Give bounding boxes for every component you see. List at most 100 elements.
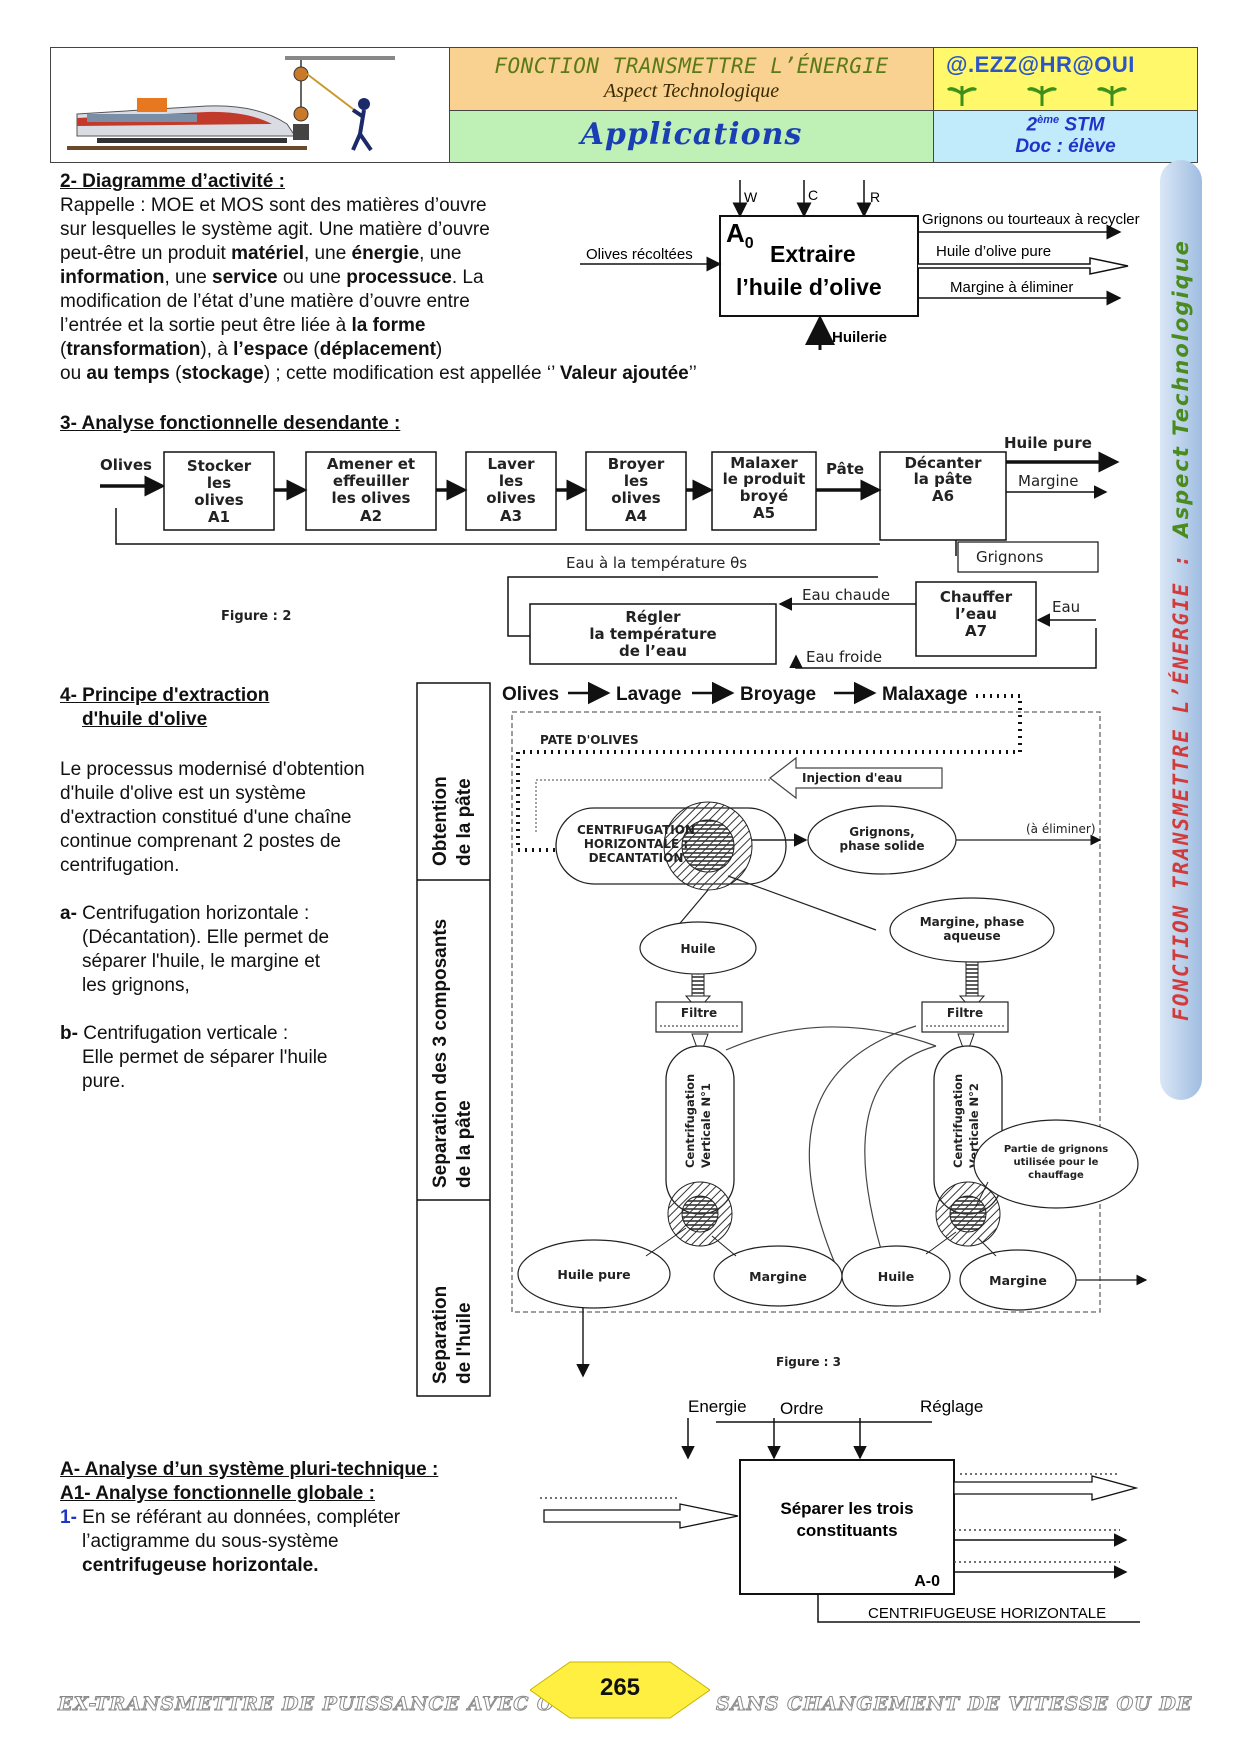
s3-margine: Margine: [1018, 472, 1078, 490]
s4-paragraph: Le processus modernisé d'obtention d'hui…: [60, 759, 365, 876]
a0-r-label: R: [870, 189, 880, 205]
s3-heading: 3- Analyse fonctionnelle desendante :: [60, 413, 401, 434]
a1-l3: olives: [194, 491, 244, 509]
box-a7: [915, 581, 1037, 657]
doc-label: Doc : élève: [1015, 136, 1116, 158]
a3-l1: Laver: [487, 455, 535, 473]
a2-l3: les olives: [332, 489, 411, 507]
centri-h-l1: CENTRIFUGATION: [577, 823, 695, 837]
regler-l2: la température: [589, 625, 716, 643]
a5-l4: A5: [753, 504, 775, 522]
flow-malaxage: Malaxage: [882, 684, 968, 705]
injection-label: Injection d'eau: [802, 771, 902, 785]
huile-top-label: Huile: [681, 942, 716, 956]
a0-actigram: W C R A0 Extraire l’huile d’olive Olives…: [580, 180, 1140, 350]
row-huile-1: Separation: [430, 1286, 451, 1384]
footer-left: EX-TRANSMETTRE DE PUISSANCE AVEC OU: [57, 1693, 573, 1716]
page-number: 265: [599, 1674, 641, 1701]
header-subtitle: Aspect Technologique: [603, 80, 780, 102]
s2-paragraph-end: ou au temps (stockage) ; cette modificat…: [60, 363, 697, 384]
a-0-actigram: Energie Ordre Réglage Séparer les trois …: [540, 1397, 1140, 1623]
a-0-id: A-0: [914, 1573, 940, 1590]
regler-l3: de l’eau: [619, 642, 687, 660]
filtre-2-label: Filtre: [947, 1006, 983, 1020]
ordre-label: Ordre: [780, 1399, 823, 1418]
row-separation-1: Separation des 3 composants: [430, 919, 451, 1188]
a0-out1: Grignons ou tourteaux à recycler: [922, 211, 1140, 228]
a3-l4: A3: [500, 507, 522, 525]
header: FONCTION TRANSMETTRE L’ÉNERGIE Aspect Te…: [50, 47, 1198, 163]
a1-l1: Stocker: [187, 457, 252, 475]
flow-broyage: Broyage: [740, 684, 816, 705]
logo-text: @.EZZ@HR@OUI: [946, 52, 1135, 77]
a3-l2: les: [499, 472, 523, 490]
a0-line1: Extraire: [770, 241, 856, 267]
energie-label: Energie: [688, 1397, 747, 1416]
a0-out3: Margine à éliminer: [950, 279, 1073, 296]
a3-l3: olives: [486, 489, 536, 507]
s3-olives: Olives: [100, 456, 152, 474]
a1-l4: A1: [208, 508, 230, 526]
flow-lavage: Lavage: [616, 684, 681, 705]
box-a2: [305, 451, 437, 531]
box-a3: [465, 451, 557, 531]
s3-figure-label: Figure : 2: [221, 609, 291, 624]
a0-c-label: C: [808, 187, 818, 203]
a0-out2: Huile d’olive pure: [936, 243, 1051, 260]
a-0-box: [739, 1459, 955, 1595]
a4-l3: olives: [611, 489, 661, 507]
a7-l2: l’eau: [955, 605, 997, 623]
figure3-process-diagram: Olives Lavage Broyage Malaxage PATE D'OL…: [502, 681, 1148, 1378]
grignons-l2: phase solide: [839, 839, 924, 853]
s4-heading2: d'huile d'olive: [82, 709, 208, 730]
a0-id: A0: [726, 218, 754, 252]
s2-heading: 2- Diagramme d’activité :: [60, 171, 285, 192]
a0-w-label: W: [744, 189, 758, 205]
s3-eau-chaude: Eau chaude: [802, 586, 890, 604]
grignons-box: [957, 541, 1099, 573]
partie-l2: utilisée pour le: [1014, 1156, 1099, 1168]
logo-cell: @.EZZ@HR@OUI: [933, 48, 1197, 111]
a5-l3: broyé: [740, 487, 788, 505]
row-huile-2: de l'huile: [454, 1302, 475, 1384]
s3-grignons: Grignons: [976, 548, 1044, 566]
s3-eau-temp: Eau à la température θs: [566, 554, 747, 572]
partie-l3: chauffage: [1028, 1170, 1084, 1181]
sidebar-text: FONCTION TRANSMETTRE L’ÉNERGIE : Aspect …: [1169, 239, 1193, 1021]
s3-pate: Pâte: [826, 460, 864, 478]
s3-eau: Eau: [1052, 598, 1080, 616]
a-0-box-l2: constituants: [796, 1521, 897, 1540]
page-number-badge: [530, 1661, 710, 1719]
a0-support: Huilerie: [832, 329, 887, 346]
s2-paragraph: Rappelle : MOE et MOS sont des matières …: [60, 195, 490, 360]
margine-bottom-1: Margine: [749, 1269, 807, 1284]
cv1-l1: Centrifugation: [683, 1074, 697, 1168]
row-obtention-2: de la pâte: [454, 778, 475, 866]
header-title: FONCTION TRANSMETTRE L’ÉNERGIE: [494, 54, 889, 78]
huile-bottom: Huile: [878, 1269, 914, 1284]
sidebar-band: [1160, 160, 1202, 1100]
level-label: 2ème STM: [1026, 114, 1105, 136]
reglage-label: Réglage: [920, 1397, 983, 1416]
title-cell: FONCTION TRANSMETTRE L’ÉNERGIE Aspect Te…: [449, 48, 933, 111]
a-0-box-l1: Séparer les trois: [780, 1499, 913, 1518]
sA-question: 1- En se référant au données, compléter …: [60, 1507, 401, 1576]
centrifugeuse-support-label: CENTRIFUGEUSE HORIZONTALE: [868, 1605, 1106, 1622]
row-obtention-1: Obtention: [430, 776, 451, 866]
a2-l4: A2: [360, 507, 382, 525]
cv2-l2: Verticale N°2: [967, 1083, 981, 1168]
a6-l1: Décanter: [904, 454, 982, 472]
regler-l1: Régler: [625, 608, 681, 626]
author-logo: @.EZZ@HR@OUI: [946, 52, 1197, 78]
margine-bottom-2: Margine: [989, 1273, 1047, 1288]
figure3-label: Figure : 3: [776, 1355, 841, 1369]
partie-l1: Partie de grignons: [1004, 1144, 1108, 1155]
a5-l1: Malaxer: [730, 454, 798, 472]
a4-l2: les: [624, 472, 648, 490]
s3-huile-pure: Huile pure: [1004, 434, 1092, 452]
a4-l4: A4: [625, 507, 647, 525]
a0-line2: l’huile d’olive: [736, 274, 882, 300]
s3-eau-froide: Eau froide: [806, 648, 882, 666]
a0-input: Olives récoltées: [586, 246, 693, 263]
s4-point-a: a- Centrifugation horizontale : (Décanta…: [60, 903, 330, 996]
